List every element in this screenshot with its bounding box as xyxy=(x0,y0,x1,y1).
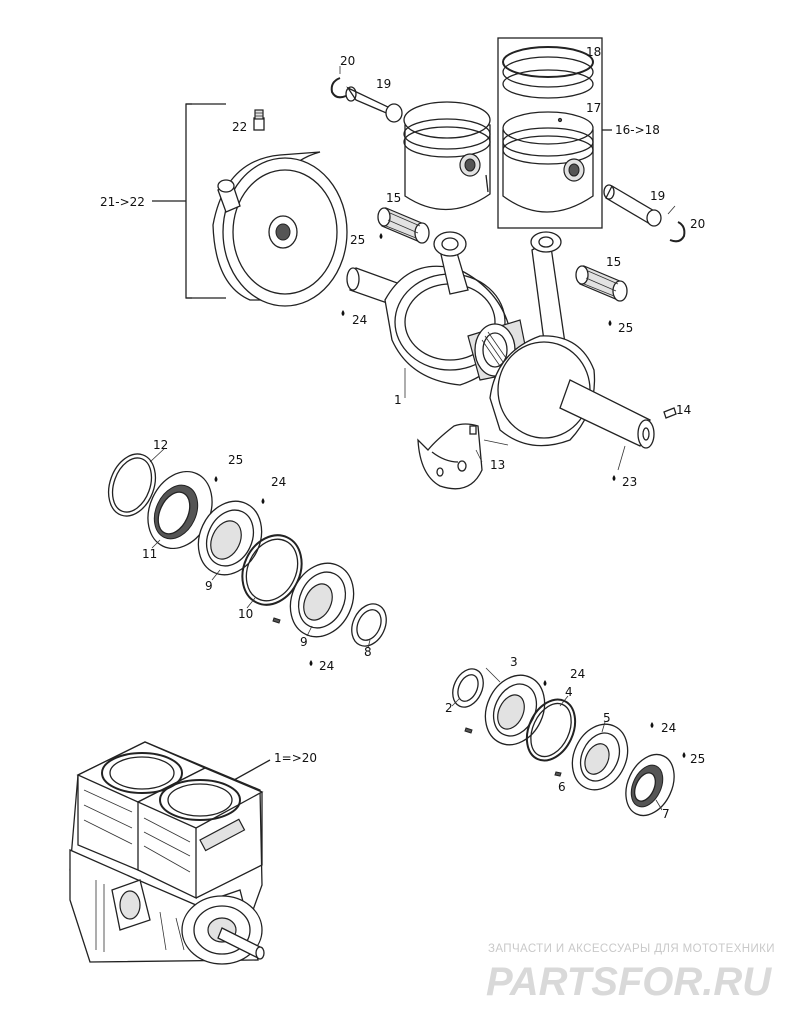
callout-24a: 24 xyxy=(352,313,367,327)
callout-25c: 25 xyxy=(228,453,243,467)
shim-2 xyxy=(452,668,484,708)
callout-17: 17 xyxy=(586,101,601,115)
woodruff-key xyxy=(663,407,677,419)
callout-20b: 20 xyxy=(690,217,705,231)
distance-ring xyxy=(417,423,483,490)
leader-lines xyxy=(149,66,676,811)
piston-pin-left xyxy=(345,86,403,123)
shim-ring-12 xyxy=(107,453,157,517)
callout-16-18: 16->18 xyxy=(615,123,660,137)
crankshaft xyxy=(346,231,655,449)
callout-labels: 1 2 3 4 5 6 7 8 9 9 10 11 12 13 14 15 15… xyxy=(100,45,705,821)
callout-2: 2 xyxy=(445,701,453,715)
ball-bearing-5 xyxy=(571,723,629,791)
callout-24c: 24 xyxy=(319,659,334,673)
shim-8 xyxy=(351,603,387,647)
needle-bearing-upper xyxy=(377,207,430,244)
circlip-right xyxy=(669,221,686,243)
engine-assembly-overview xyxy=(69,741,271,965)
magneto-flywheel xyxy=(152,103,348,307)
callout-14: 14 xyxy=(676,403,691,417)
callout-23: 23 xyxy=(622,475,637,489)
callout-11: 11 xyxy=(142,547,157,561)
callout-18: 18 xyxy=(586,45,601,59)
callout-22: 22 xyxy=(232,120,247,134)
callout-19b: 19 xyxy=(650,189,665,203)
needle-bearing-lower xyxy=(575,265,628,302)
piston-pin-right xyxy=(603,184,662,227)
callout-21-22: 21->22 xyxy=(100,195,145,209)
callout-8: 8 xyxy=(364,645,372,659)
callout-9b: 9 xyxy=(300,635,308,649)
ball-bearing-3 xyxy=(484,674,546,746)
piston-ring-set-group xyxy=(497,37,612,229)
callout-19a: 19 xyxy=(376,77,391,91)
callout-15a: 15 xyxy=(386,191,401,205)
callout-25d: 25 xyxy=(690,752,705,766)
callout-6: 6 xyxy=(558,780,566,794)
ball-bearing-9-upper xyxy=(197,500,263,576)
oil-seal-11 xyxy=(147,470,213,550)
callout-1-20: 1=>20 xyxy=(274,751,317,765)
callout-25a: 25 xyxy=(350,233,365,247)
callout-1: 1 xyxy=(394,393,402,407)
callout-20a: 20 xyxy=(340,54,355,68)
oil-seal-7 xyxy=(625,753,675,817)
callout-4: 4 xyxy=(565,685,573,699)
callout-13: 13 xyxy=(490,458,505,472)
callout-25b: 25 xyxy=(618,321,633,335)
circlip-left xyxy=(330,77,347,99)
watermark-tagline: ЗАПЧАСТИ И АКСЕССУАРЫ ДЛЯ МОТОТЕХНИКИ xyxy=(488,943,775,955)
callout-3: 3 xyxy=(510,655,518,669)
callout-24e: 24 xyxy=(661,721,676,735)
callout-9a: 9 xyxy=(205,579,213,593)
ring-4 xyxy=(525,698,577,762)
ball-bearing-9-lower xyxy=(289,562,355,638)
callout-7: 7 xyxy=(662,807,670,821)
piston xyxy=(403,101,491,211)
callout-12: 12 xyxy=(153,438,168,452)
callout-5: 5 xyxy=(603,711,611,725)
callout-24b: 24 xyxy=(271,475,286,489)
watermark-logo: PARTSFOR.RU xyxy=(486,960,772,1004)
callout-15b: 15 xyxy=(606,255,621,269)
watermark-logo-text: PARTSFOR.RU xyxy=(486,960,772,1004)
callout-24d: 24 xyxy=(570,667,585,681)
callout-10: 10 xyxy=(238,607,253,621)
flywheel-nut xyxy=(253,109,265,131)
lubricant-drop-icons xyxy=(214,233,686,758)
